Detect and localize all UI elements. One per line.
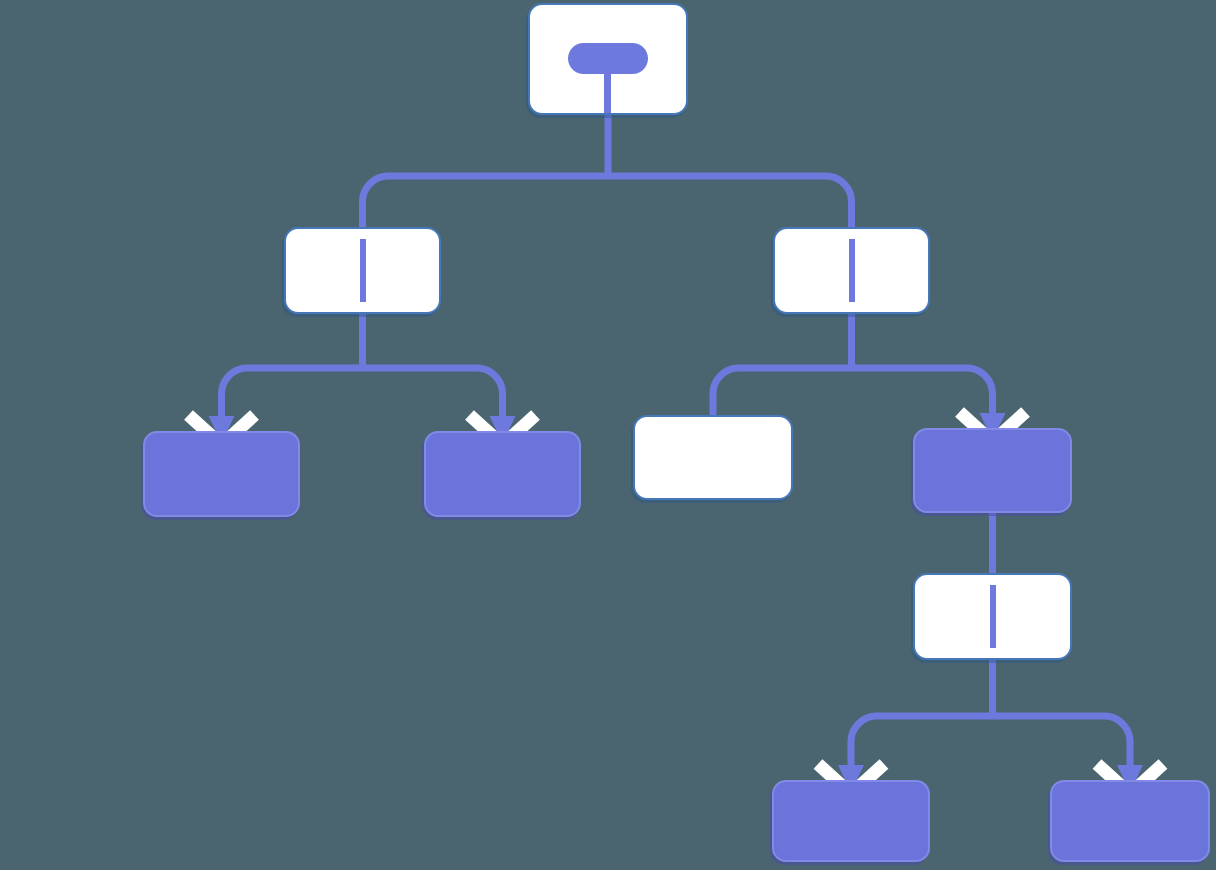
arrow-down-icon: [979, 413, 1006, 440]
arrow-down-icon: [489, 416, 516, 443]
arrow-down-icon: [208, 416, 235, 443]
arrow-down-icon: [1117, 765, 1143, 792]
arrow-down-icon: [838, 765, 864, 792]
tree-node-task-4: [772, 780, 930, 862]
sequence-bar-icon: [848, 239, 855, 302]
tree-node-plain-node: [633, 415, 793, 500]
sequence-bar-icon: [989, 585, 996, 648]
tree-node-comp-lower: [913, 573, 1072, 660]
root-stem: [604, 71, 611, 113]
tree-node-comp-left: [284, 227, 441, 314]
tree-node-task-3: [913, 428, 1072, 513]
tree-node-root: [528, 3, 688, 115]
root-pill-icon: [568, 43, 648, 74]
tree-node-task-1: [143, 431, 300, 517]
tree-node-comp-right: [773, 227, 930, 314]
tree-node-task-2: [424, 431, 581, 517]
sequence-bar-icon: [359, 239, 366, 302]
tree-node-task-5: [1050, 780, 1210, 862]
